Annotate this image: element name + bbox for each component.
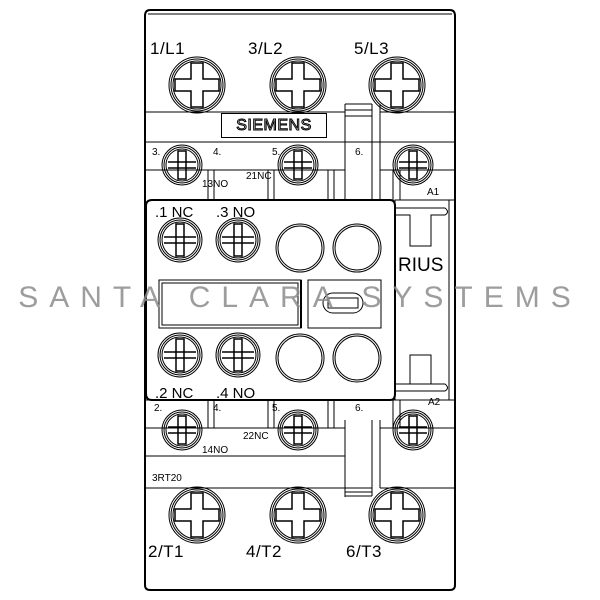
main-screw-bottom-1 [168, 486, 226, 544]
block-screw-2 [215, 217, 261, 263]
aux-terminal-label: A1 [427, 187, 440, 198]
block-screw-4 [215, 332, 261, 378]
side-text: RIUS [398, 255, 444, 276]
main-terminal-label: 2/T1 [148, 542, 185, 561]
aux-terminal-label: 5. [272, 147, 281, 158]
main-terminal-label: 3/L2 [248, 39, 284, 58]
aux-terminal-label: A2 [428, 397, 441, 408]
block-contact-label: .3 NO [216, 204, 256, 221]
main-screw-top-3 [368, 56, 426, 114]
aux-terminal-label: 21NC [246, 171, 272, 182]
block-contact-label: .4 NO [216, 385, 256, 402]
aux-terminal-label: 22NC [243, 431, 269, 442]
main-terminal-label: 5/L3 [354, 39, 390, 58]
aux-terminal-label: 14NO [202, 445, 229, 456]
main-screw-bottom-2 [269, 486, 327, 544]
aux-screw-3 [392, 144, 434, 186]
aux-terminal-label: 13NO [202, 179, 229, 190]
brand-plate: SIEMENS [221, 113, 327, 138]
housing-outline [144, 9, 456, 591]
aux-terminal-label: 3. [152, 147, 161, 158]
aux-terminal-label: 2. [154, 403, 163, 414]
main-screw-top-2 [269, 56, 327, 114]
aux-screw-4 [161, 409, 203, 451]
aux-screw-5 [277, 409, 319, 451]
aux-screw-2 [277, 144, 319, 186]
main-terminal-label: 4/T2 [246, 542, 283, 561]
watermark: SANTA CLARA SYSTEMS [18, 281, 582, 314]
block-screw-3 [157, 332, 203, 378]
aux-terminal-label: 6. [355, 147, 364, 158]
main-terminal-label: 6/T3 [346, 542, 383, 561]
block-screw-1 [157, 217, 203, 263]
main-terminal-label: 1/L1 [150, 39, 186, 58]
model-label: 3RT20 [152, 473, 182, 484]
aux-terminal-label: 4. [213, 147, 222, 158]
aux-screw-6 [392, 409, 434, 451]
main-screw-bottom-3 [368, 486, 426, 544]
block-contact-label: .1 NC [155, 204, 194, 221]
aux-terminal-label: 6. [355, 403, 364, 414]
block-contact-label: .2 NC [155, 385, 194, 402]
main-screw-top-1 [168, 56, 226, 114]
aux-terminal-label: 4. [213, 403, 222, 414]
aux-screw-1 [161, 144, 203, 186]
aux-terminal-label: 5. [272, 403, 281, 414]
